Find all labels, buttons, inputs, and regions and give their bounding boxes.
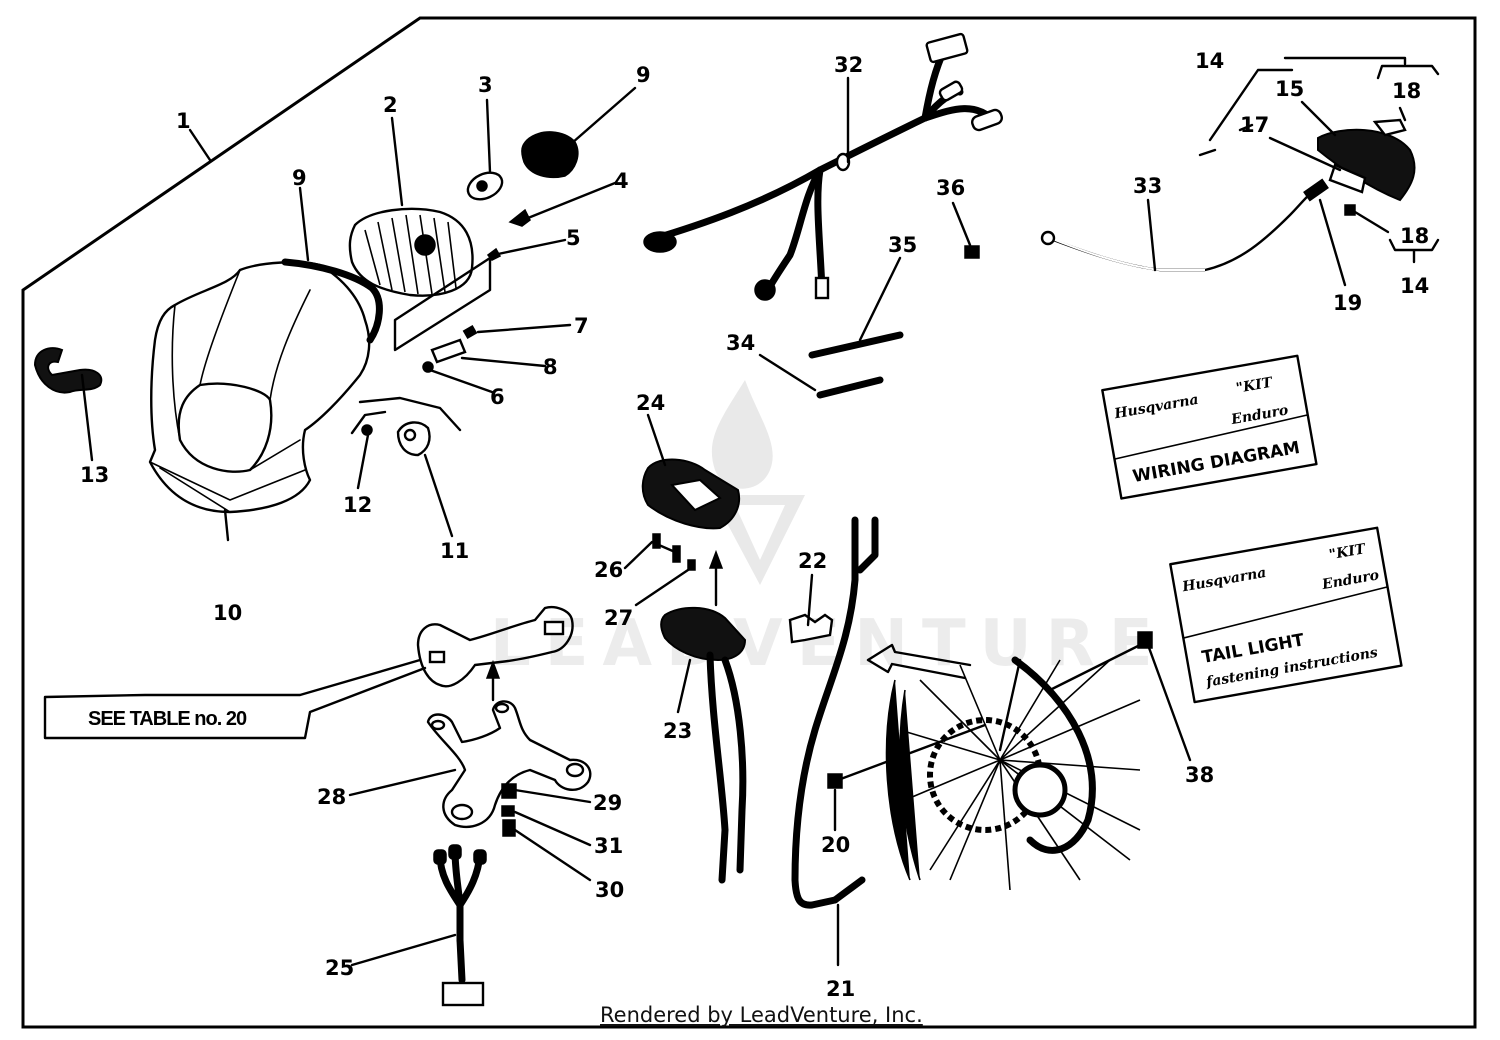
wiring-card-kit: "KIT (1235, 374, 1275, 396)
callout-19: 19 (1333, 291, 1362, 315)
callout-21: 21 (826, 977, 855, 1001)
headlight-unit (348, 207, 474, 297)
nut-30 (502, 819, 516, 837)
callout-23: 23 (663, 719, 692, 743)
speedo-cable-23 (706, 651, 747, 884)
bracket-plate (393, 256, 492, 352)
see-table-label: SEE TABLE no. 20 (88, 708, 247, 730)
callout-6: 6 (490, 385, 505, 409)
callout-27: 27 (604, 606, 633, 630)
headlight-bulb-area (414, 234, 436, 256)
speedo-sensor-23 (660, 606, 747, 662)
harness-25 (433, 844, 487, 1007)
direction-arrow (866, 643, 972, 680)
tail-light-assembly (1317, 118, 1416, 216)
callout-14-bottom: 14 (1400, 274, 1429, 298)
front-wheel (866, 643, 1141, 891)
wiring-card-model: Enduro (1229, 402, 1289, 428)
headlight-fairing (148, 261, 371, 514)
rubber-seal (281, 258, 383, 344)
connector-35 (808, 331, 904, 359)
screw-26a (652, 533, 661, 549)
callout-18-top: 18 (1392, 79, 1421, 103)
callout-26: 26 (594, 558, 623, 582)
callout-32: 32 (834, 53, 863, 77)
washer-31 (501, 805, 515, 817)
taillight-card-brand: Husqvarna (1180, 565, 1267, 596)
callout-3: 3 (478, 73, 493, 97)
wiring-card-title: WIRING DIAGRAM (1131, 438, 1301, 487)
dust-cover-9 (521, 131, 579, 179)
callout-15: 15 (1275, 77, 1304, 101)
callout-24: 24 (636, 391, 665, 415)
footer-credit: Rendered by LeadVenture, Inc. (600, 1003, 923, 1027)
callout-35: 35 (888, 233, 917, 257)
callout-22: 22 (798, 549, 827, 573)
callout-4: 4 (614, 169, 629, 193)
callout-labels: 1 2 3 9 4 5 7 8 6 9 10 11 12 13 14 15 17… (80, 49, 1429, 1001)
watermark-v-icon (712, 495, 805, 585)
bracket-wire (350, 396, 462, 435)
callout-17: 17 (1240, 113, 1269, 137)
callout-11: 11 (440, 539, 469, 563)
screw-27 (687, 559, 696, 571)
callout-9-left: 9 (292, 166, 307, 190)
connector-34 (816, 376, 884, 399)
callout-28: 28 (317, 785, 346, 809)
bracket-14-bottom (1388, 238, 1440, 264)
callout-33: 33 (1133, 174, 1162, 198)
handlebar-clamp (416, 606, 574, 688)
callout-31: 31 (594, 834, 623, 858)
clip-22 (788, 613, 834, 644)
callout-38: 38 (1185, 763, 1214, 787)
callout-1: 1 (176, 109, 191, 133)
wire-33 (1040, 178, 1329, 272)
callout-36: 36 (936, 176, 965, 200)
watermark: LEADVENTURE (490, 380, 1153, 681)
clip-13 (33, 347, 103, 394)
taillight-card-kit: "KIT (1328, 541, 1368, 563)
callout-30: 30 (595, 878, 624, 902)
callout-8: 8 (543, 355, 558, 379)
wiring-harness-32 (643, 32, 1003, 301)
taillight-instructions-card: Husqvarna "KIT Enduro TAIL LIGHT fasteni… (1169, 526, 1403, 704)
instrument-housing-24 (641, 458, 740, 530)
callout-29: 29 (593, 791, 622, 815)
watermark-flame-icon (711, 380, 773, 489)
callout-14-top: 14 (1195, 49, 1224, 73)
screw-26b (672, 545, 681, 563)
callout-10: 10 (213, 601, 242, 625)
callout-9-top: 9 (636, 63, 651, 87)
bracket-28 (426, 700, 592, 828)
callout-13: 13 (80, 463, 109, 487)
callout-18-bottom: 18 (1400, 224, 1429, 248)
fuse-36 (964, 245, 980, 259)
diagram-border (21, 16, 1477, 1029)
callout-7: 7 (574, 314, 589, 338)
bulb-4 (508, 208, 531, 227)
callout-25: 25 (325, 956, 354, 980)
wiring-diagram-card: Husqvarna "KIT Enduro WIRING DIAGRAM (1101, 354, 1318, 500)
screw-12 (361, 424, 373, 436)
leader-lines (80, 76, 1407, 967)
rubber-29 (501, 783, 517, 799)
bracket-14-top (1198, 56, 1440, 157)
clamp-8 (430, 338, 467, 364)
see-table-callout: SEE TABLE no. 20 (43, 658, 427, 740)
screw-20 (827, 773, 843, 789)
bolt-7 (462, 325, 478, 339)
callout-5: 5 (566, 226, 581, 250)
callout-34: 34 (726, 331, 755, 355)
callout-12: 12 (343, 493, 372, 517)
cable-21 (791, 516, 879, 909)
taillight-card-model: Enduro (1320, 567, 1380, 593)
callout-2: 2 (383, 93, 398, 117)
callout-20: 20 (821, 833, 850, 857)
wiring-card-brand: Husqvarna (1112, 392, 1199, 423)
